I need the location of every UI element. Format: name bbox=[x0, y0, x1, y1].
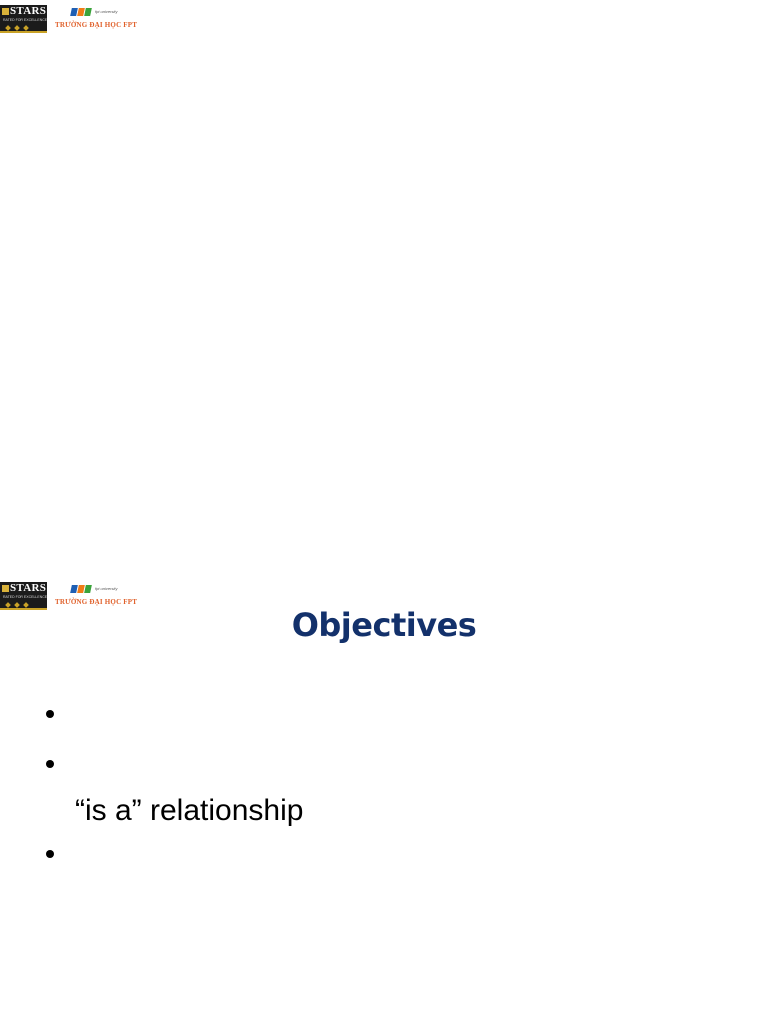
stars-logo-icon: STARS RATED FOR EXCELLENCE bbox=[0, 5, 47, 33]
bullet-item bbox=[40, 700, 740, 748]
fpt-logo-name: TRƯỜNG ĐẠI HỌC FPT bbox=[55, 21, 138, 29]
stars-logo-icon: STARS RATED FOR EXCELLENCE bbox=[0, 582, 47, 610]
fpt-logo-tagline: fpt university bbox=[95, 9, 118, 14]
stars-logo-text: STARS bbox=[10, 582, 47, 594]
stars-logo-text: STARS bbox=[10, 5, 47, 17]
bullet-continuation: “is a” relationship bbox=[75, 794, 304, 827]
fpt-logo-tagline: fpt university bbox=[95, 586, 118, 591]
bullet-dot-icon bbox=[46, 850, 54, 858]
logo-bar: STARS RATED FOR EXCELLENCE fpt universit… bbox=[0, 582, 137, 610]
slide-2: STARS RATED FOR EXCELLENCE fpt universit… bbox=[0, 578, 768, 1024]
fpt-logo-icon: fpt university TRƯỜNG ĐẠI HỌC FPT bbox=[53, 582, 137, 610]
bullet-dot-icon bbox=[46, 760, 54, 768]
slide-title: Objectives bbox=[291, 606, 477, 644]
bullet-item bbox=[40, 750, 740, 798]
stars-logo-subtext: RATED FOR EXCELLENCE bbox=[3, 18, 48, 22]
bullet-item bbox=[40, 840, 740, 888]
fpt-logo-icon: fpt university TRƯỜNG ĐẠI HỌC FPT bbox=[53, 5, 137, 33]
logo-bar: STARS RATED FOR EXCELLENCE fpt universit… bbox=[0, 5, 137, 33]
fpt-logo-name: TRƯỜNG ĐẠI HỌC FPT bbox=[55, 598, 138, 606]
stars-logo-subtext: RATED FOR EXCELLENCE bbox=[3, 595, 48, 599]
slide-1: STARS RATED FOR EXCELLENCE fpt universit… bbox=[0, 5, 137, 33]
bullet-dot-icon bbox=[46, 710, 54, 718]
